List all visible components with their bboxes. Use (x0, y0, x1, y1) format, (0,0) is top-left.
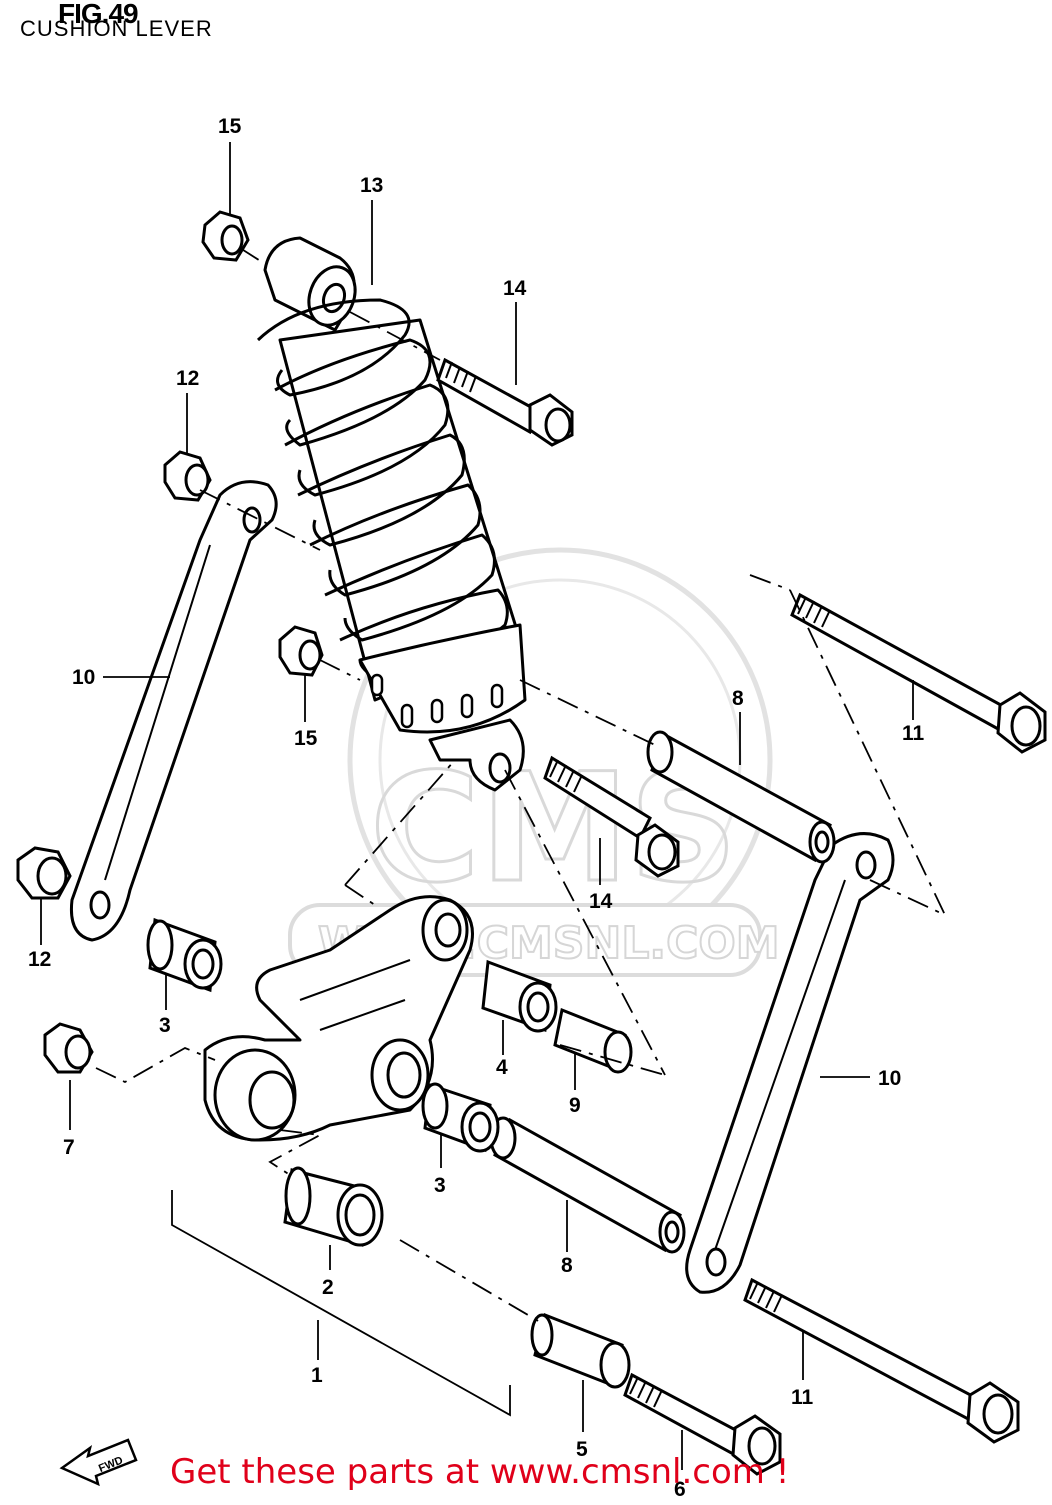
nut-12-upper (163, 450, 212, 502)
callout-9: 9 (569, 1094, 581, 1117)
callout-5: 5 (576, 1438, 588, 1461)
figure-subtitle: CUSHION LEVER (20, 16, 213, 41)
leader-lines (40, 142, 946, 1470)
callout-4: 4 (496, 1056, 508, 1079)
callout-14-lower: 14 (589, 890, 613, 913)
fwd-arrow-icon: FWD (59, 1438, 138, 1487)
cushion-lever (203, 895, 474, 1142)
spacer-3-lower (421, 1082, 500, 1153)
callout-10-right: 10 (878, 1067, 901, 1090)
callout-3-lower: 3 (434, 1174, 446, 1197)
spacer-4 (481, 959, 558, 1033)
callout-12-lower: 12 (28, 948, 51, 971)
callout-12-upper: 12 (176, 367, 199, 390)
callout-8-upper: 8 (732, 687, 744, 710)
callout-10-left: 10 (72, 666, 95, 689)
promo-link[interactable]: Get these parts at www.cmsnl.com ! (170, 1452, 790, 1492)
bolt-6 (623, 1372, 782, 1476)
spacer-3-upper (146, 917, 223, 993)
callout-3-upper: 3 (159, 1014, 171, 1037)
collar-8-upper (646, 730, 836, 864)
bolt-14-lower (543, 755, 680, 878)
figure-title: FIG.49 (58, 0, 139, 29)
nut-12-lower (16, 846, 72, 900)
callout-2: 2 (322, 1276, 334, 1299)
collar-8-lower (489, 1116, 686, 1254)
nut-7 (43, 1022, 94, 1074)
callout-15-lower: 15 (294, 727, 318, 750)
callout-13: 13 (360, 174, 383, 197)
callout-numbers: 15 13 14 12 10 15 8 11 14 12 3 4 9 10 7 … (28, 115, 925, 1501)
callout-15-upper: 15 (218, 115, 242, 138)
bolt-11-upper (790, 592, 1047, 754)
rod-10-right (685, 832, 895, 1294)
bearing-2 (283, 1166, 384, 1247)
bolt-11-lower (743, 1277, 1020, 1444)
callout-8-lower: 8 (561, 1254, 573, 1277)
callout-11-upper: 11 (902, 722, 925, 745)
nut-15-upper (201, 210, 250, 262)
callout-11-lower: 11 (791, 1386, 814, 1409)
bolt-14-upper (436, 357, 574, 447)
shock-absorber (256, 236, 527, 792)
callout-1: 1 (311, 1364, 323, 1387)
callout-7: 7 (63, 1136, 75, 1159)
rod-10-left (69, 480, 278, 942)
spacer-9 (553, 1007, 633, 1074)
spacer-5 (530, 1312, 631, 1389)
callout-6: 6 (674, 1478, 686, 1500)
callout-14-upper: 14 (503, 277, 527, 300)
nut-15-lower (278, 625, 324, 677)
